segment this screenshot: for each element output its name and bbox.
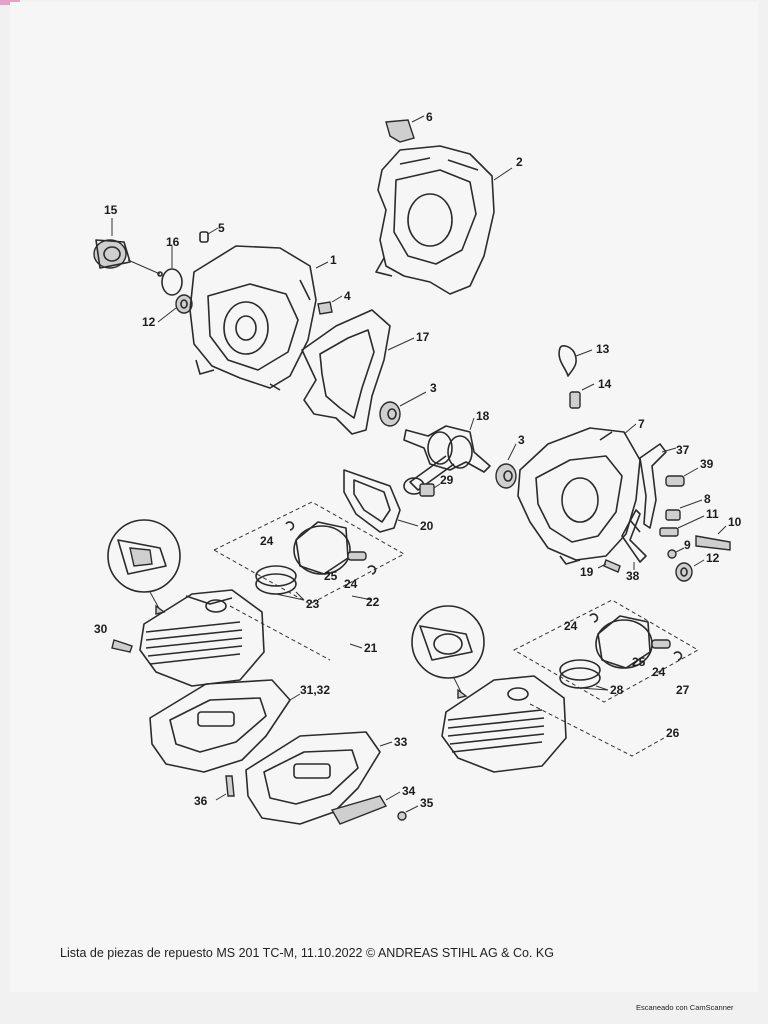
- label-24-b: 24: [344, 577, 358, 591]
- cylinder-right: [441, 675, 567, 773]
- part-4: [317, 295, 343, 315]
- label-4: 4: [344, 289, 351, 303]
- label-37: 37: [676, 443, 690, 457]
- label-23: 23: [306, 597, 320, 611]
- part-17-gasket: [301, 309, 415, 435]
- part-33-muffler: [245, 731, 393, 825]
- label-5: 5: [218, 221, 225, 235]
- label-27: 27: [676, 683, 690, 697]
- part-13: [558, 345, 593, 377]
- label-28: 28: [610, 683, 624, 697]
- part-20-gasket: [343, 469, 419, 533]
- label-3-right: 3: [518, 433, 525, 447]
- label-26: 26: [666, 726, 680, 740]
- part-2-crankcase: [375, 145, 513, 295]
- label-39: 39: [700, 457, 714, 471]
- label-9: 9: [684, 538, 691, 552]
- part-31-32-muffler: [149, 679, 301, 773]
- part-39: [665, 467, 699, 487]
- label-10: 10: [728, 515, 742, 529]
- part-16-ring: [161, 246, 183, 296]
- part-7-crankcase: [517, 423, 641, 565]
- label-19: 19: [580, 565, 594, 579]
- label-24-c: 24: [564, 619, 578, 633]
- label-3-left: 3: [430, 381, 437, 395]
- label-11: 11: [706, 507, 719, 521]
- part-12-seal-left: [157, 294, 193, 323]
- label-31-32: 31,32: [300, 683, 330, 697]
- footer-caption: Lista de piezas de repuesto MS 201 TC-M,…: [60, 946, 554, 960]
- label-34: 34: [402, 784, 416, 798]
- label-12-left: 12: [142, 315, 156, 329]
- part-36: [215, 775, 235, 801]
- label-16: 16: [166, 235, 180, 249]
- label-25-a: 25: [324, 569, 338, 583]
- label-24-d: 24: [652, 665, 666, 679]
- part-11: [659, 515, 705, 537]
- label-6: 6: [426, 110, 433, 124]
- label-15: 15: [104, 203, 118, 217]
- part-34: [330, 791, 401, 825]
- piston-kit-right: [512, 599, 700, 757]
- label-38: 38: [626, 569, 640, 583]
- part-5: [199, 227, 219, 243]
- part-38: [621, 509, 647, 570]
- label-2: 2: [516, 155, 523, 169]
- label-8: 8: [704, 492, 711, 506]
- part-18-crankshaft: [403, 417, 491, 495]
- label-25-b: 25: [632, 655, 646, 669]
- part-15: [93, 218, 163, 277]
- label-1: 1: [330, 253, 337, 267]
- label-14: 14: [598, 377, 612, 391]
- label-33: 33: [394, 735, 408, 749]
- part-3-bearing-left: [379, 391, 427, 427]
- part-14: [569, 383, 595, 409]
- label-22: 22: [366, 595, 380, 609]
- part-9: [667, 547, 685, 559]
- scanner-watermark: Escaneado con CamScanner: [636, 1003, 734, 1012]
- part-29: [419, 483, 441, 497]
- part-1-crankcase: [189, 245, 329, 391]
- callout-bubble-left: [107, 519, 181, 615]
- label-29: 29: [440, 473, 454, 487]
- label-7: 7: [638, 417, 645, 431]
- label-24-a: 24: [260, 534, 274, 548]
- label-35: 35: [420, 796, 434, 810]
- label-13: 13: [596, 342, 610, 356]
- part-19: [597, 559, 621, 573]
- part-12-seal-right: [675, 559, 705, 582]
- part-10: [695, 525, 731, 551]
- part-35: [397, 805, 419, 821]
- label-36: 36: [194, 794, 208, 808]
- label-21: 21: [364, 641, 378, 655]
- label-20: 20: [420, 519, 434, 533]
- label-18: 18: [476, 409, 490, 423]
- part-37: [639, 443, 677, 529]
- label-30: 30: [94, 622, 108, 636]
- callout-bubble-right: [411, 605, 485, 699]
- piston-kit-left: [212, 501, 406, 661]
- label-12-right: 12: [706, 551, 720, 565]
- part-3-bearing-right: [495, 443, 517, 489]
- part-6: [385, 115, 425, 143]
- label-17: 17: [416, 330, 430, 344]
- part-8: [665, 499, 703, 521]
- cylinder-left: [111, 589, 265, 687]
